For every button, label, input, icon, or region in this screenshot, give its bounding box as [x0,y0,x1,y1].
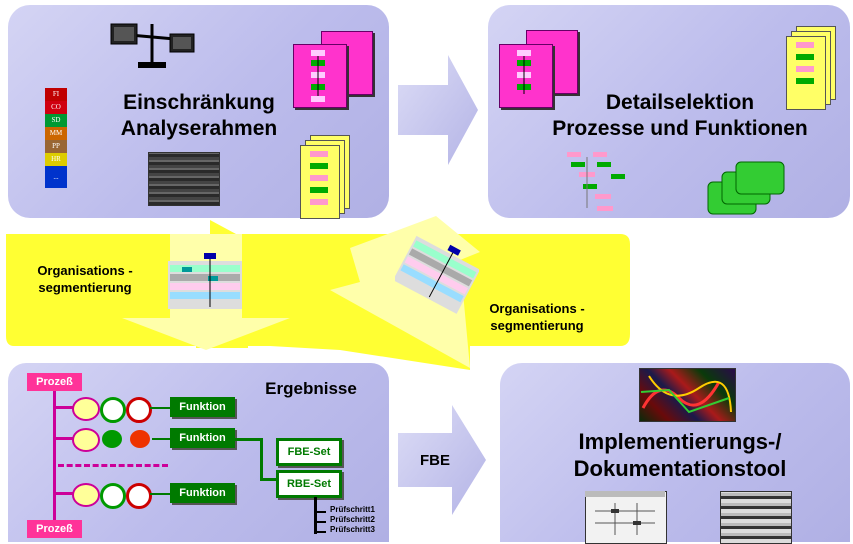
sap-module-fi: FI [45,88,67,101]
event-circle-red [126,397,152,423]
connector-rbe [260,478,280,481]
title-implementierungs: Implementierungs-/ [578,429,782,454]
screenshot-thumbnail [148,152,220,206]
process-tree-icon [567,152,625,211]
check-step-1: Prüfschritt1 [330,505,375,514]
org-chart-rotated-icon [395,235,479,314]
check-steps-bracket [314,497,317,534]
process-connector [53,391,56,520]
process-box-bottom: Prozeß [27,520,82,538]
event-circle-yellow-2 [72,428,100,452]
arrow-label-fbe: FBE [420,452,450,469]
sap-module-co: CO [45,101,67,114]
connector-row-3 [150,493,170,495]
connector-fbe [235,438,261,441]
function-box-1: Funktion [170,397,235,417]
event-circle-green-2 [102,430,122,448]
title-einschraenkung: Einschränkung [123,91,275,114]
sap-module-pp: PP [45,140,67,153]
title-analyserahmen: Analyserahmen [120,117,278,140]
stacked-screens-icon [707,161,785,215]
connector-row-2 [152,438,170,440]
title-prozesse-funktionen: Prozesse und Funktionen [552,117,808,140]
label-org-segment-left: Organisations - [37,263,133,278]
check-step-2: Prüfschritt2 [330,515,375,524]
sap-module-more: ... [45,166,67,188]
event-circle-yellow [72,397,100,421]
label-org-segment-right: Organisations - [489,301,585,316]
connector-vertical [260,438,263,480]
check-step-tick-3 [314,531,326,533]
flow-chart-tr-icon [517,50,531,94]
branch-line-1 [53,406,75,409]
org-chart-icon [168,253,242,309]
connector-row-1 [150,407,170,409]
check-step-tick-1 [314,511,326,513]
label-org-segment-left-2: segmentierung [38,280,132,295]
arrow-right-fbe-icon [398,405,486,515]
event-circle-green-3 [100,483,126,509]
title-ergebnisse: Ergebnisse [265,379,357,398]
event-circle-red-3 [126,483,152,509]
sap-module-mm: MM [45,127,67,140]
function-box-2: Funktion [170,428,235,448]
sap-module-sd: SD [45,114,67,127]
check-step-tick-2 [314,521,326,523]
title-detailselektion: Detailselektion [605,91,755,114]
event-circle-yellow-3 [72,483,100,507]
function-box-3: Funktion [170,483,235,503]
fbe-set-box: FBE-Set [276,438,342,466]
event-circle-red-2 [130,430,150,448]
scale-icon [110,23,195,68]
arrow-right-icon [398,55,478,165]
sap-module-hr: HR [45,153,67,166]
check-step-3: Prüfschritt3 [330,525,375,534]
rbe-set-box: RBE-Set [276,470,342,498]
branch-line-2 [53,437,75,440]
process-box-top: Prozeß [27,373,82,391]
flow-chart-icon [311,50,325,102]
event-circle-green [100,397,126,423]
label-org-segment-right-2: segmentierung [490,318,584,333]
tool-screenshot-text [720,491,792,544]
branch-line-3 [53,492,75,495]
circuit-diagram-icon [585,491,665,535]
tool-screenshot-map [639,368,736,422]
map-scribble-icon [640,375,732,414]
dashed-separator [58,464,168,467]
title-dokumentationstool: Dokumentationstool [573,456,787,481]
